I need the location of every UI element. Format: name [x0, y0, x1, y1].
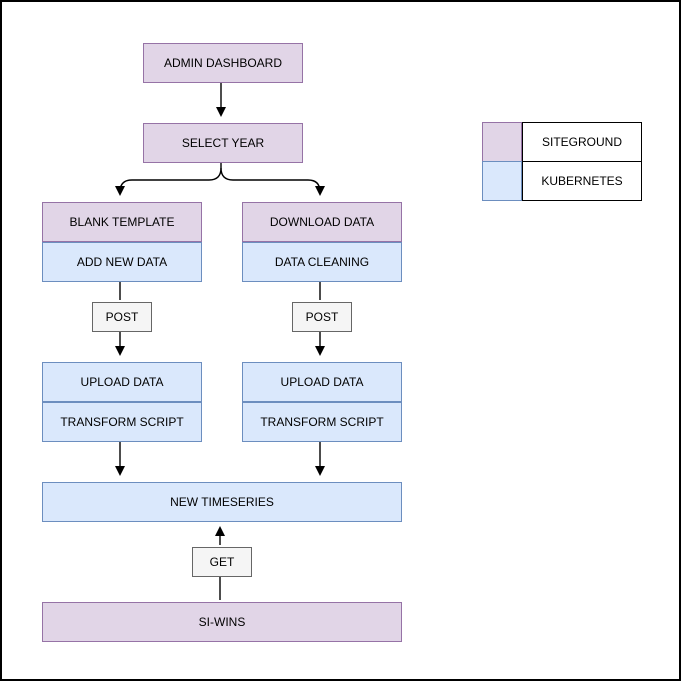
- node-label: SI-WINS: [198, 615, 246, 629]
- node-label: GET: [209, 555, 235, 569]
- node-admin-dashboard: ADMIN DASHBOARD: [143, 43, 303, 83]
- node-label: ADMIN DASHBOARD: [163, 56, 282, 70]
- node-label: POST: [105, 310, 139, 324]
- node-label: TRANSFORM SCRIPT: [260, 415, 384, 429]
- legend-label-kubernetes: KUBERNETES: [522, 161, 642, 201]
- legend-swatch-siteground: [482, 122, 522, 162]
- node-new-timeseries: NEW TIMESERIES: [42, 482, 402, 522]
- node-upload-data-left: UPLOAD DATA: [42, 362, 202, 402]
- node-label: POST: [305, 310, 339, 324]
- node-label: ADD NEW DATA: [76, 255, 168, 269]
- node-label: SELECT YEAR: [181, 136, 265, 150]
- legend-row-siteground: SITEGROUND: [482, 122, 642, 162]
- node-select-year: SELECT YEAR: [143, 123, 303, 163]
- node-si-wins: SI-WINS: [42, 602, 402, 642]
- node-label: NEW TIMESERIES: [170, 495, 274, 509]
- legend: SITEGROUND KUBERNETES: [482, 122, 642, 202]
- node-blank-template: BLANK TEMPLATE: [42, 202, 202, 242]
- node-add-new-data: ADD NEW DATA: [42, 242, 202, 282]
- node-upload-data-right: UPLOAD DATA: [242, 362, 402, 402]
- node-post-left: POST: [92, 302, 152, 332]
- node-get: GET: [192, 547, 252, 577]
- node-label: UPLOAD DATA: [80, 375, 164, 389]
- node-label: BLANK TEMPLATE: [69, 215, 175, 229]
- node-label: TRANSFORM SCRIPT: [60, 415, 184, 429]
- legend-swatch-kubernetes: [482, 161, 522, 201]
- legend-row-kubernetes: KUBERNETES: [482, 161, 642, 202]
- node-post-right: POST: [292, 302, 352, 332]
- node-transform-script-right: TRANSFORM SCRIPT: [242, 402, 402, 442]
- node-label: DOWNLOAD DATA: [269, 215, 375, 229]
- node-transform-script-left: TRANSFORM SCRIPT: [42, 402, 202, 442]
- node-data-cleaning: DATA CLEANING: [242, 242, 402, 282]
- legend-label-siteground: SITEGROUND: [522, 122, 642, 162]
- node-label: UPLOAD DATA: [280, 375, 364, 389]
- node-download-data: DOWNLOAD DATA: [242, 202, 402, 242]
- node-label: DATA CLEANING: [274, 255, 370, 269]
